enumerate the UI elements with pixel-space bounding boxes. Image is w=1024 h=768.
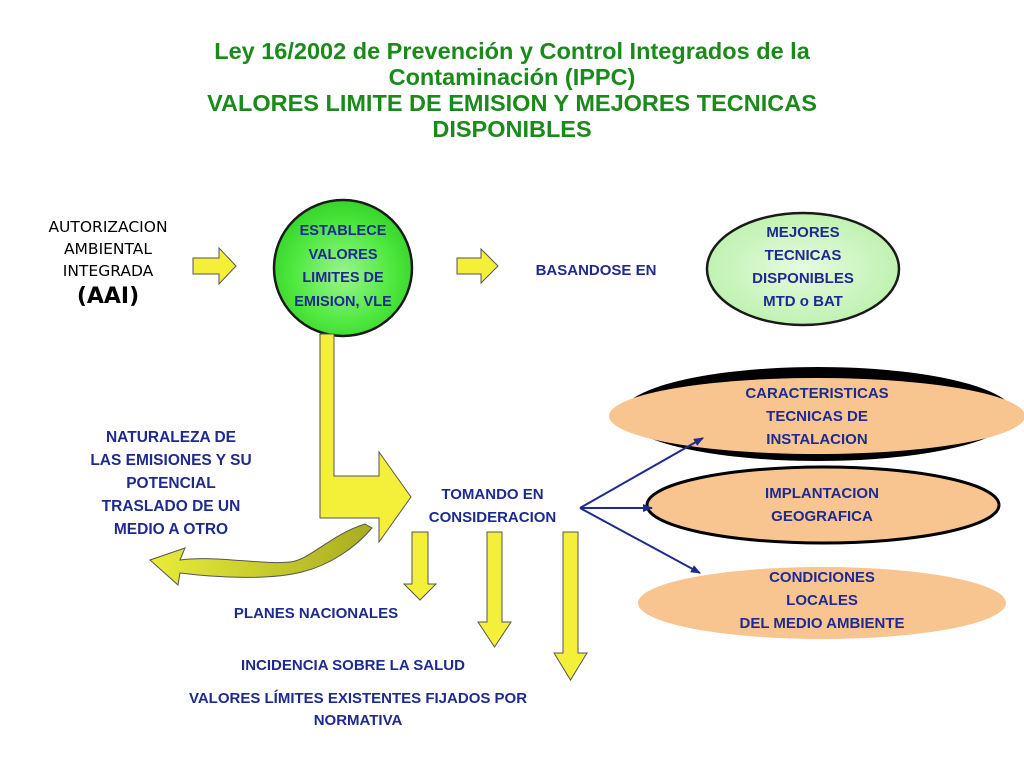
establece-line-2: VALORES — [308, 246, 378, 263]
implantacion-line-2: GEOGRAFICA — [771, 508, 873, 525]
planes-label: PLANES NACIONALES — [233, 605, 399, 622]
establece-line-3: LIMITES DE — [302, 270, 384, 286]
arrow-to-caracteristicas — [579, 437, 704, 509]
naturaleza-line-2: LAS EMISIONES Y SU — [90, 452, 252, 469]
condiciones-label: CONDICIONES LOCALES DEL MEDIO AMBIENTE — [702, 566, 942, 635]
condiciones-line-3: DEL MEDIO AMBIENTE — [739, 615, 905, 632]
arrow-down-incidencia — [477, 531, 512, 648]
mtd-label: MEJORES TECNICAS DISPONIBLES MTD o BAT — [727, 221, 879, 313]
arrow-establece-to-basandose — [456, 247, 499, 285]
tomando-label: TOMANDO EN CONSIDERACION — [400, 483, 585, 529]
title-line-4: DISPONIBLES — [432, 116, 592, 142]
establece-label: ESTABLECE VALORES LIMITES DE EMISION, VL… — [273, 220, 413, 314]
aai-label: AUTORIZACION AMBIENTAL INTEGRADA (AAI) — [20, 216, 196, 312]
aai-line-2: AMBIENTAL — [63, 240, 153, 258]
caracteristicas-node — [609, 378, 1024, 454]
mtd-line-4: MTD o BAT — [763, 293, 843, 310]
establece-node — [272, 198, 414, 338]
implantacion-label: IMPLANTACION GEOGRAFICA — [722, 482, 922, 528]
caracteristicas-line-1: CARACTERISTICAS — [745, 385, 889, 402]
naturaleza-line-1: NATURALEZA DE — [105, 429, 237, 446]
condiciones-line-2: LOCALES — [786, 592, 858, 609]
caracteristicas-line-2: TECNICAS DE — [766, 408, 868, 425]
arrow-aai-to-establece — [192, 246, 237, 286]
aai-line-4: (AAI) — [76, 284, 140, 309]
condiciones-node — [638, 567, 1006, 639]
condiciones-line-1: CONDICIONES — [769, 569, 875, 586]
incidencia-label: INCIDENCIA SOBRE LA SALUD — [241, 657, 465, 674]
naturaleza-label: NATURALEZA DE LAS EMISIONES Y SU POTENCI… — [60, 426, 282, 541]
tomando-line-1: TOMANDO EN — [441, 486, 544, 503]
naturaleza-line-5: MEDIO A OTRO — [113, 521, 229, 538]
mtd-line-3: DISPONIBLES — [752, 270, 854, 287]
arrow-curved-to-naturaleza — [149, 523, 373, 586]
valores-line-1: VALORES LÍMITES EXISTENTES FIJADOS POR — [188, 690, 528, 707]
implantacion-line-1: IMPLANTACION — [765, 485, 879, 502]
mtd-node — [705, 211, 901, 327]
title-line-1: Ley 16/2002 de Prevención y Control Inte… — [214, 38, 810, 64]
establece-line-4: EMISION, VLE — [294, 293, 392, 310]
establece-line-1: ESTABLECE — [299, 223, 387, 239]
page-title: Ley 16/2002 de Prevención y Control Inte… — [0, 38, 1024, 142]
caracteristicas-label: CARACTERISTICAS TECNICAS DE INSTALACION — [700, 382, 934, 451]
title-line-2: Contaminación (IPPC) — [388, 64, 636, 90]
valores-line-2: NORMATIVA — [313, 712, 403, 729]
naturaleza-line-4: TRASLADO DE UN — [101, 498, 241, 515]
basandose-label: BASANDOSE EN — [535, 262, 657, 279]
arrow-to-condiciones — [579, 507, 701, 574]
aai-line-3: INTEGRADA — [62, 262, 154, 280]
mtd-line-2: TECNICAS — [764, 247, 842, 264]
naturaleza-line-3: POTENCIAL — [126, 475, 216, 492]
aai-line-1: AUTORIZACION — [48, 218, 168, 236]
caracteristicas-line-3: INSTALACION — [766, 431, 868, 448]
mtd-line-1: MEJORES — [766, 224, 840, 241]
tomando-line-2: CONSIDERACION — [428, 509, 557, 526]
arrow-down-planes — [402, 531, 438, 601]
arrow-establece-to-tomando — [319, 333, 412, 544]
arrow-down-valores — [553, 531, 588, 681]
valores-label: VALORES LÍMITES EXISTENTES FIJADOS POR N… — [118, 688, 598, 732]
title-line-3: VALORES LIMITE DE EMISION Y MEJORES TECN… — [207, 90, 817, 116]
